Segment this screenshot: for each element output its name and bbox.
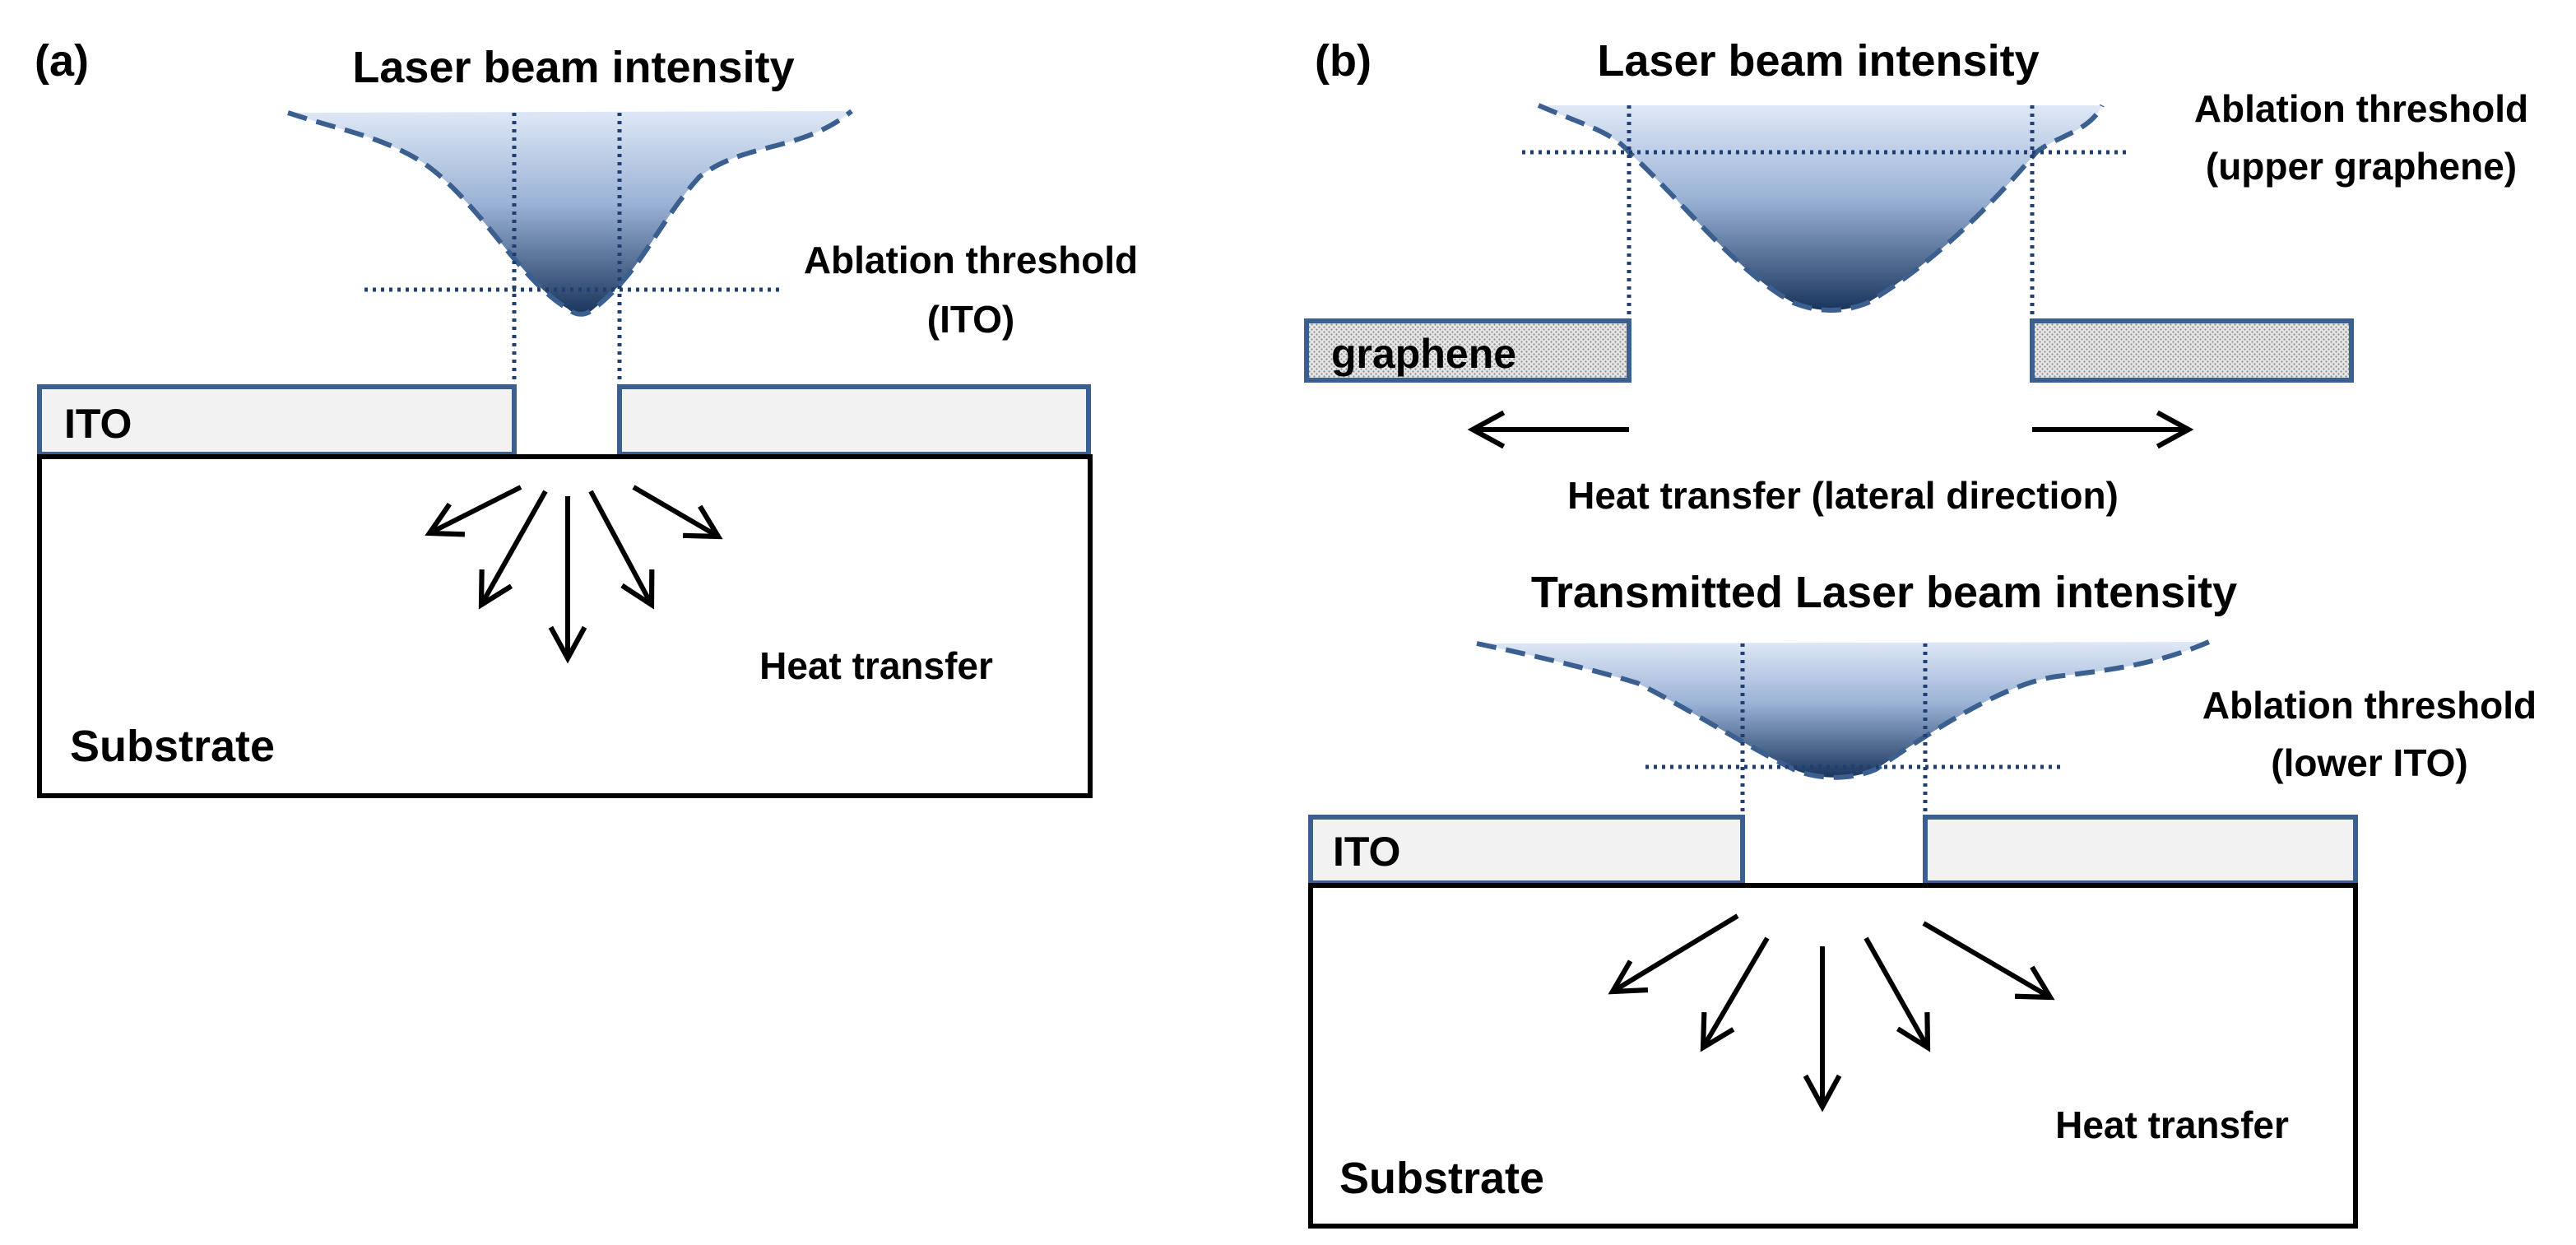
- panel-a-ito-label: ITO: [64, 401, 132, 447]
- panel-a-ito-right: [617, 384, 1091, 457]
- panel-b-graphene-label: graphene: [1331, 331, 1516, 377]
- panel-b-substrate: [1308, 883, 2358, 1229]
- panel-a-heat-arrow-4: [588, 490, 655, 610]
- panel-a-beam-profile: [288, 111, 852, 314]
- panel-b-substrate-label: Substrate: [1339, 1154, 1544, 1203]
- panel-b-ito-left: [1308, 815, 1745, 885]
- panel-a-heat-arrows: [425, 485, 723, 664]
- panel-b-beam-title: Laser beam intensity: [1597, 36, 2039, 86]
- panel-b-heat-label: Heat transfer: [2055, 1103, 2289, 1146]
- panel-b-graphene-left: [1304, 318, 1631, 383]
- panel-a-substrate: [37, 454, 1093, 798]
- panel-a-threshold-label-2: (ITO): [927, 298, 1014, 341]
- panel-a-substrate-label: Substrate: [70, 722, 275, 771]
- panel-b-transmitted-beam-outline: [1476, 639, 2211, 780]
- panel-b-ito-label: ITO: [1333, 829, 1400, 875]
- panel-b-lower-threshold-label-1: Ablation threshold: [2202, 684, 2537, 727]
- panel-a-beam-outline: [287, 109, 853, 317]
- panel-b-upper-threshold-label-2: (upper graphene): [2206, 145, 2517, 188]
- panel-a-heat-label: Heat transfer: [759, 644, 993, 687]
- panel-b-heat-arrow-1: [1608, 913, 1739, 995]
- panel-a-heat-arrow-1: [425, 485, 522, 537]
- panel-b-lateral-heat-label: Heat transfer (lateral direction): [1567, 474, 2119, 517]
- panel-b-label: (b): [1315, 36, 1372, 86]
- panel-b-upper-threshold-label-1: Ablation threshold: [2194, 87, 2528, 130]
- panel-a-heat-arrow-2: [478, 490, 548, 610]
- panel-a: (a) Laser beam intensity Ablation thresh…: [35, 36, 1138, 798]
- panel-a-heat-arrow-5: [632, 485, 723, 540]
- panel-b-heat-arrow-4: [1864, 936, 1931, 1052]
- panel-b: (b) Laser beam intensity Ablation thresh…: [1304, 36, 2537, 1229]
- panel-b-transmitted-title: Transmitted Laser beam intensity: [1531, 568, 2237, 617]
- panel-b-heat-arrow-5: [1922, 921, 2055, 1001]
- panel-b-beam-profile: [1539, 105, 2102, 310]
- panel-b-heat-arrow-2: [1700, 936, 1770, 1052]
- panel-b-heat-arrows: [1608, 913, 2055, 1113]
- panel-b-graphene-right: [2030, 318, 2354, 383]
- panel-a-threshold-label-1: Ablation threshold: [804, 239, 1138, 281]
- panel-a-beam-title: Laser beam intensity: [352, 43, 794, 92]
- panel-b-lower-threshold-label-2: (lower ITO): [2271, 741, 2467, 784]
- panel-b-beam-outline: [1537, 103, 2105, 313]
- panel-b-ito-right: [1923, 815, 2358, 885]
- panel-a-label: (a): [35, 36, 89, 86]
- panel-b-transmitted-beam-profile: [1477, 642, 2209, 778]
